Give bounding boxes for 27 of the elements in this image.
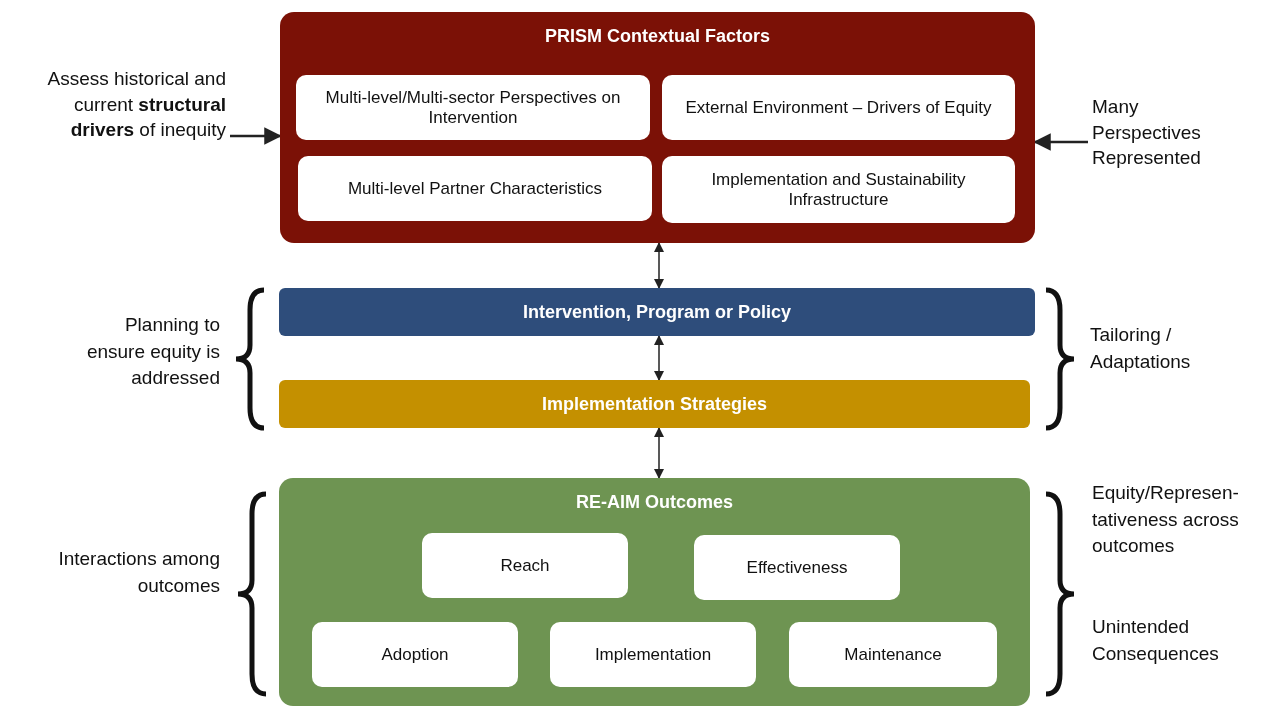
note-text: Assess historical and current structural drivers of inequity bbox=[6, 66, 226, 150]
factor-card: Reach bbox=[422, 533, 628, 598]
arrow bbox=[653, 241, 665, 290]
arrow bbox=[653, 334, 665, 382]
side-note: Equity/Represen- tativeness across outcomes bbox=[1092, 481, 1240, 559]
banner-bar: Implementation Strategies bbox=[279, 380, 1030, 428]
factor-card: Effectiveness bbox=[694, 535, 900, 600]
arrow bbox=[230, 127, 282, 145]
panel bbox=[280, 12, 1035, 243]
arrow bbox=[1033, 133, 1088, 151]
factor-card: Multi-level Partner Characteristics bbox=[298, 156, 652, 221]
side-note: Tailoring / Adaptations bbox=[1090, 323, 1192, 374]
panel-heading: RE-AIM Outcomes bbox=[575, 492, 734, 513]
side-note: Unintended Consequences bbox=[1092, 615, 1220, 666]
factor-card: Implementation and Sustainability Infrastructure bbox=[662, 156, 1015, 223]
side-note: Interactions among outcomes bbox=[57, 547, 220, 598]
factor-card: Maintenance bbox=[789, 622, 997, 687]
factor-card: Multi-level/Multi-sector Perspectives on Intervention bbox=[296, 75, 650, 140]
side-note: Planning to ensure equity is addressed bbox=[85, 313, 220, 391]
factor-card: External Environment – Drivers of Equity bbox=[662, 75, 1015, 140]
note-text: Many Perspectives Represented bbox=[1092, 94, 1232, 174]
panel bbox=[279, 478, 1030, 706]
panel-heading: PRISM Contextual Factors bbox=[543, 26, 771, 47]
factor-card: Adoption bbox=[312, 622, 518, 687]
factor-card: Implementation bbox=[550, 622, 756, 687]
arrow bbox=[653, 426, 665, 480]
banner-bar: Intervention, Program or Policy bbox=[279, 288, 1035, 336]
